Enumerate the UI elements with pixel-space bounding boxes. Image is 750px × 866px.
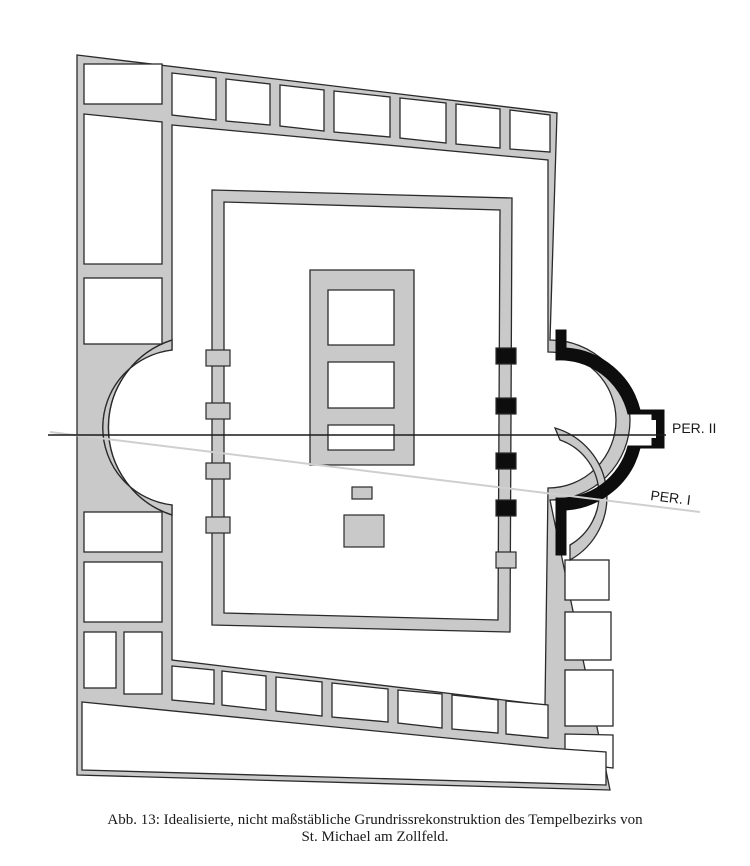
room xyxy=(171,665,215,705)
per-ii-label: PER. II xyxy=(672,420,716,436)
column-base xyxy=(205,402,231,420)
column-base xyxy=(495,499,517,517)
column-base xyxy=(495,452,517,470)
per-i-label: PER. I xyxy=(650,487,692,508)
period-i-exedra xyxy=(553,426,608,562)
caption-line-2: St. Michael am Zollfeld. xyxy=(301,829,449,845)
temple-cella xyxy=(309,269,415,466)
room xyxy=(509,109,551,153)
room xyxy=(399,97,447,144)
room xyxy=(451,694,499,734)
column-base xyxy=(205,462,231,480)
room xyxy=(221,670,267,711)
room xyxy=(123,631,163,695)
room xyxy=(564,559,610,601)
room xyxy=(83,113,163,265)
room xyxy=(279,84,325,132)
column-base xyxy=(495,551,517,569)
room xyxy=(333,90,391,138)
left-rooms xyxy=(83,63,163,695)
room xyxy=(171,72,217,121)
room xyxy=(83,561,163,623)
room xyxy=(455,103,501,149)
left-exedra-arc xyxy=(107,339,173,516)
column-base xyxy=(495,347,517,365)
room xyxy=(83,511,163,553)
room xyxy=(83,63,163,105)
period-ii-exedra xyxy=(555,329,665,556)
room xyxy=(83,277,163,345)
column-base xyxy=(495,397,517,415)
figure-caption: Abb. 13: Idealisierte, nicht maßstäblich… xyxy=(0,812,750,846)
room xyxy=(83,631,117,689)
top-rooms xyxy=(171,72,551,153)
small-base xyxy=(351,486,373,500)
altar xyxy=(343,514,385,548)
column-base xyxy=(205,516,231,534)
room xyxy=(225,78,271,126)
room xyxy=(564,669,614,727)
left-column-bases xyxy=(205,349,231,534)
room xyxy=(505,700,549,739)
caption-line-1: Abb. 13: Idealisierte, nicht maßstäblich… xyxy=(107,812,643,828)
column-base xyxy=(205,349,231,367)
room xyxy=(275,676,323,717)
room xyxy=(397,689,443,729)
period-i-axis-line xyxy=(49,431,701,513)
room xyxy=(331,682,389,723)
room xyxy=(81,701,607,786)
room xyxy=(564,611,612,661)
temple-precinct-plan: PER. II PER. I xyxy=(48,54,716,791)
bottom-rooms xyxy=(81,665,607,786)
right-column-bases xyxy=(495,347,517,569)
period-ii-apse-notch xyxy=(642,420,656,438)
